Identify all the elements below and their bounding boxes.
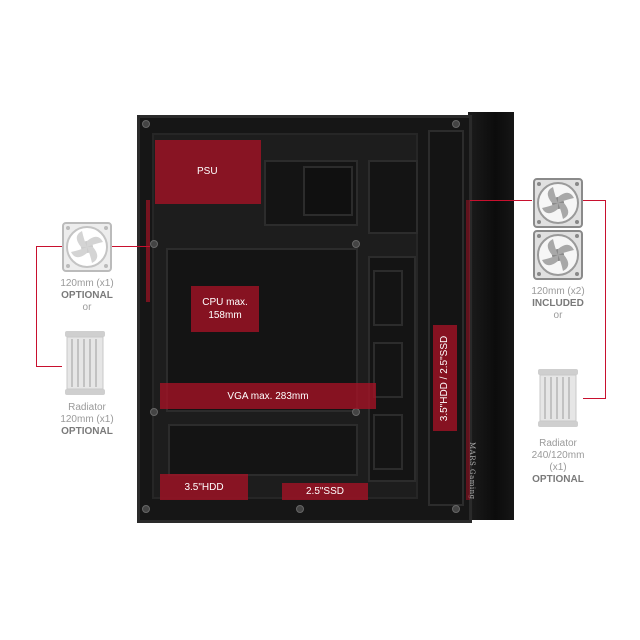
ssd-label: 2.5"SSD [305, 486, 344, 497]
screw [150, 240, 158, 248]
right-radiator-size: 240/120mm [531, 450, 585, 461]
radiator-icon [65, 331, 105, 395]
psu-area: PSU [155, 140, 261, 204]
left-radiator-caption: Radiator 120mm (x1) OPTIONAL [40, 402, 134, 438]
left-or: or [82, 302, 92, 313]
hdd-label: 3.5"HDD [184, 481, 224, 493]
top-right-panel [368, 160, 418, 234]
vga-label: VGA max. 283mm [227, 390, 309, 402]
left-bracket-top [36, 246, 62, 247]
drive-slot-3 [373, 414, 403, 470]
right-radiator-title: Radiator [539, 438, 577, 449]
case-front-panel [468, 112, 514, 520]
screw [142, 120, 150, 128]
front-rail-highlight [466, 200, 470, 500]
fan-icon [533, 178, 583, 228]
left-fan-size: 120mm (x1) [60, 278, 114, 289]
left-fan-status: OPTIONAL [61, 290, 113, 301]
right-bracket-top [583, 200, 606, 201]
fan-icon [533, 230, 583, 280]
cpu-label: CPU max. 158mm [202, 297, 248, 321]
hdd-area: 3.5"HDD [160, 474, 248, 500]
hdd-ssd-bay-label: 3.5"HDD / 2.5"SSD [439, 335, 451, 421]
left-fan-caption: 120mm (x1) OPTIONAL or [40, 278, 134, 314]
left-radiator-title: Radiator [68, 402, 106, 413]
screw [150, 408, 158, 416]
left-radiator-size: 120mm (x1) [60, 414, 114, 425]
drive-slot-2 [373, 342, 403, 398]
screw [352, 240, 360, 248]
psu-label: PSU [197, 166, 218, 177]
right-bracket-bottom [583, 398, 606, 399]
screw [352, 408, 360, 416]
screw [142, 505, 150, 513]
fan-icon [62, 222, 112, 272]
vga-area: VGA max. 283mm [160, 383, 376, 409]
screw [296, 505, 304, 513]
left-bracket-bottom [36, 366, 62, 367]
right-fan-status: INCLUDED [532, 298, 584, 309]
right-radiator-count: (x1) [549, 462, 567, 473]
cpu-area: CPU max. 158mm [191, 286, 259, 332]
left-bracket-line [36, 246, 37, 366]
bottom-cutout [168, 424, 358, 476]
screw [452, 120, 460, 128]
right-bracket-line [605, 200, 606, 398]
left-connector-line [112, 246, 150, 247]
drive-slot-1 [373, 270, 403, 326]
left-rail-highlight [146, 200, 150, 302]
left-radiator-status: OPTIONAL [61, 426, 113, 437]
right-fan-size: 120mm (x2) [531, 286, 585, 297]
right-radiator-caption: Radiator 240/120mm (x1) OPTIONAL [510, 438, 606, 486]
right-fan-caption: 120mm (x2) INCLUDED or [510, 286, 606, 322]
ssd-area: 2.5"SSD [282, 483, 368, 500]
right-or: or [553, 310, 563, 321]
right-radiator-status: OPTIONAL [532, 474, 584, 485]
radiator-icon [538, 369, 578, 427]
front-bay-strip [428, 130, 464, 506]
top-cutout [303, 166, 353, 216]
screw [452, 505, 460, 513]
hdd-ssd-bay-area: 3.5"HDD / 2.5"SSD [433, 325, 457, 431]
right-connector-line [470, 200, 532, 201]
